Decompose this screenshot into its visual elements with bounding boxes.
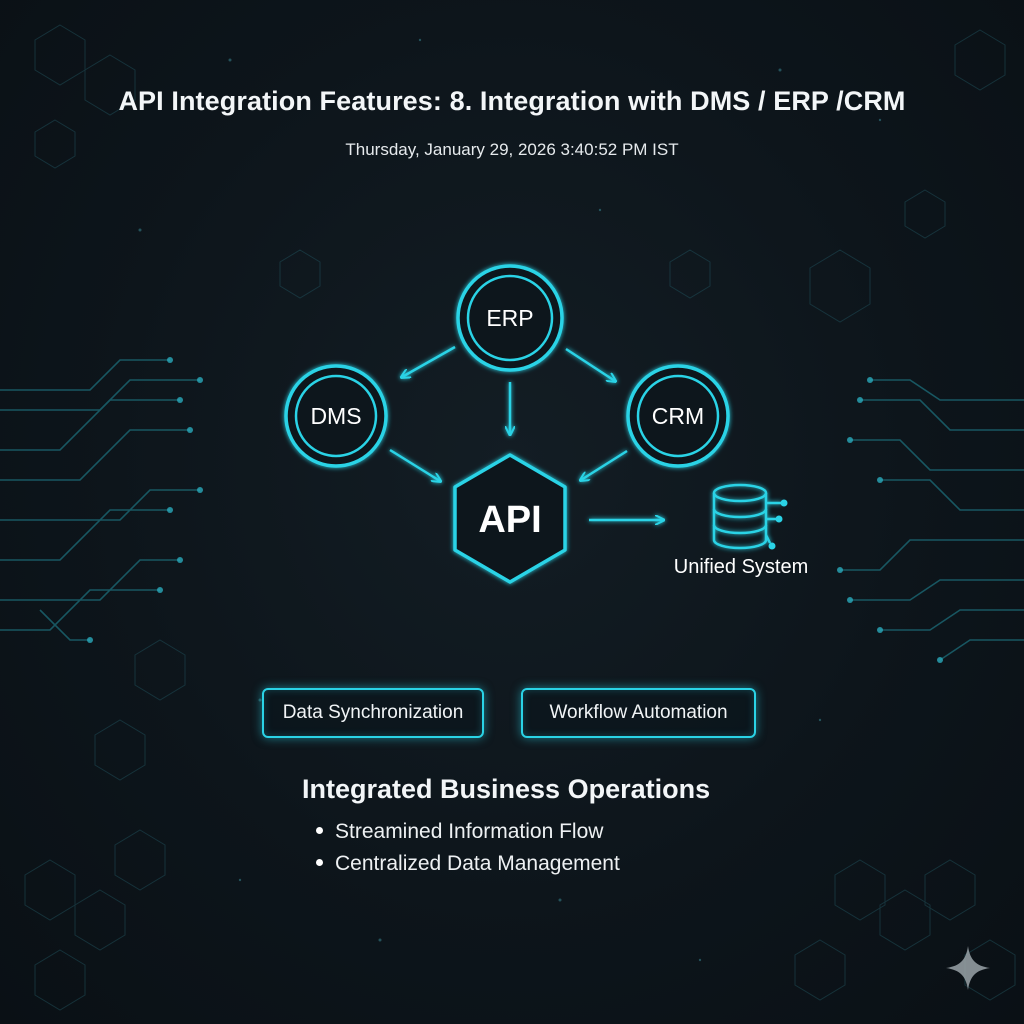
operations-list: Streamined Information Flow Centralized … [316,818,620,882]
list-item: Centralized Data Management [316,850,620,882]
bullet-icon [316,826,323,834]
arrow-erp-to-dms [402,345,456,377]
dms-label: DMS [310,403,361,429]
arrow-dms-to-api [389,448,440,481]
list-item-text: Streamined Information Flow [335,820,604,843]
workflow-automation-badge: Workflow Automation [521,688,756,738]
dms-node [284,364,388,468]
list-item-text: Centralized Data Management [335,852,620,875]
arrow-crm-to-api [581,449,628,480]
crm-node [626,364,730,468]
arrow-erp-to-crm [565,347,615,381]
crm-label: CRM [652,403,704,429]
list-item: Streamined Information Flow [316,818,620,850]
page-title: API Integration Features: 8. Integration… [118,86,906,116]
api-label: API [478,499,541,541]
data-synchronization-badge: Data Synchronization [262,688,484,738]
operations-title: Integrated Business Operations [302,774,711,804]
erp-node [456,264,564,372]
database-icon [712,483,782,550]
sparkle-icon [946,946,990,990]
api-hexagon [453,453,567,584]
timestamp: Thursday, January 29, 2026 3:40:52 PM IS… [345,140,679,159]
bullet-icon [316,858,323,866]
unified-system-label: Unified System [674,556,809,578]
erp-label: ERP [486,305,533,331]
